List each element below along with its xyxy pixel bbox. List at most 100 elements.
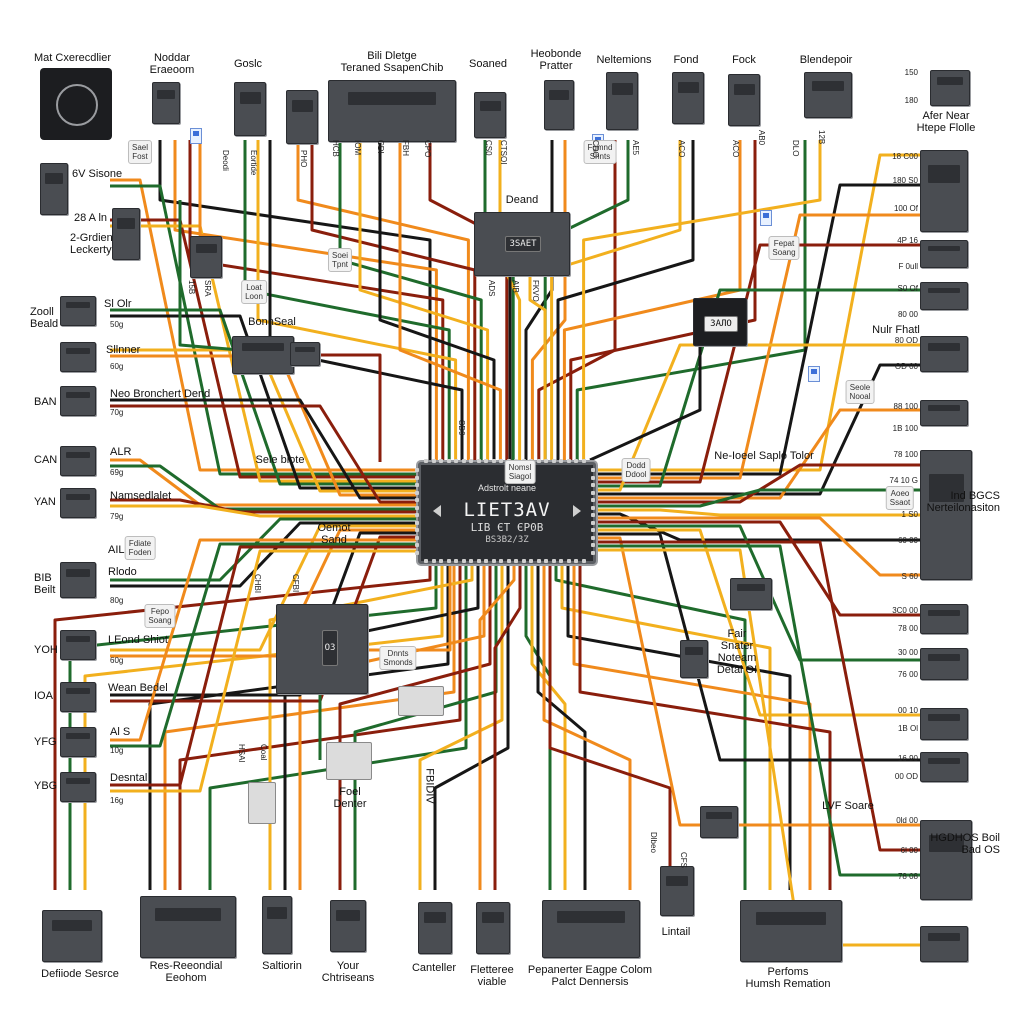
chip-pin: [415, 468, 419, 472]
wire-extra-3: [290, 353, 382, 462]
wire-left-b-11: [110, 549, 418, 793]
wire-top-24: [582, 140, 822, 462]
wire-bot-1: [68, 558, 438, 890]
right-connector-0: [930, 70, 970, 106]
right-connector-1: [920, 150, 968, 232]
right-connector-8: [920, 648, 968, 680]
chip-pin: [415, 483, 419, 487]
chip-pin: [469, 459, 473, 463]
wire-right-12: [590, 516, 920, 577]
chip-pin: [491, 459, 496, 463]
wire-right-5: [590, 343, 920, 492]
wire-top-7: [310, 140, 477, 462]
wire-left-2: [110, 308, 418, 486]
chip-pin: [424, 559, 428, 563]
right-connector-7: [920, 604, 968, 634]
chip-pin: [574, 559, 578, 563]
wire-extra-2: [178, 200, 241, 352]
right-connector-14: [680, 640, 708, 678]
wire-bot-10: [338, 558, 492, 890]
wire-top-5: [268, 140, 464, 462]
wire-top-11: [398, 140, 502, 462]
chip-pin: [591, 513, 595, 517]
wire-bot-15: [493, 558, 522, 890]
wire-bot-20: [548, 558, 672, 890]
bottom-connector-1: [140, 896, 236, 958]
wire-top-10: [378, 140, 496, 462]
wire-right-10: [590, 508, 920, 517]
left-connector-0: [40, 163, 68, 215]
wire-left-11: [110, 545, 418, 787]
chip-pin: [415, 505, 419, 510]
right-connector-16: [700, 806, 738, 838]
left-connector-13: [232, 336, 294, 374]
wire-top-17: [537, 140, 617, 462]
chip-pin: [559, 559, 563, 563]
wire-right-13: [590, 520, 920, 617]
chip-subtitle: LIB ЄТ ЄР0В: [470, 521, 544, 534]
wire-bot-4: [163, 558, 456, 890]
top-connector-8: [804, 72, 852, 118]
chip-pin: [591, 543, 595, 547]
wire-top-19: [550, 140, 682, 462]
chip-part-number: LIETЗAV: [463, 499, 551, 521]
left-connector-6: [60, 488, 96, 518]
wire-left-b-5: [110, 464, 418, 511]
chip-pin: [439, 459, 443, 463]
chip-pin: [566, 559, 571, 563]
wire-left-6: [110, 498, 418, 514]
wire-bot-0: [53, 558, 432, 890]
wire-left-b-3: [110, 354, 418, 497]
chip-pin: [476, 559, 481, 563]
wire-bot-18: [536, 558, 587, 890]
wire-right-1: [590, 183, 920, 476]
bottom-connector-2: [262, 896, 292, 954]
wire-right-17: [590, 536, 920, 827]
chip-pin: [581, 459, 586, 463]
chip-pin: [484, 559, 488, 563]
wire-right-15: [590, 528, 920, 717]
chip-pin: [536, 559, 541, 563]
top-terminal-block: [328, 80, 456, 142]
tag-label-5: Seole Nooal: [845, 380, 875, 404]
wire-left-b-0: [110, 184, 418, 476]
wire-bot-13: [433, 558, 510, 890]
central-microcontroller: Adstrolt neane LIETЗAV LIB ЄТ ЄР0В ВSЗВ2…: [418, 462, 596, 564]
wire-extra-8: [528, 274, 547, 462]
chip-pin: [591, 483, 595, 487]
chip-pin: [566, 459, 571, 463]
wire-right-9: [590, 488, 920, 508]
tag-label-1: Loat Loon: [241, 280, 267, 304]
chip-pin: [431, 559, 436, 563]
left-connector-9: [60, 682, 96, 712]
chip-pin: [559, 459, 563, 463]
right-connector-2: [920, 240, 968, 268]
wire-top-9: [358, 140, 490, 462]
top-connector-5: [606, 72, 638, 130]
chip-pin: [424, 459, 428, 463]
chip-pin: [591, 498, 595, 502]
tag-label-10: Nomsl Siagol: [504, 460, 536, 484]
left-connector-8: [60, 630, 96, 660]
chip-pin: [591, 505, 595, 510]
tag-label-0: Sael Fost: [127, 140, 153, 164]
wire-bot-21: [554, 558, 747, 890]
bottom-connector-6: [542, 900, 640, 958]
wire-left-4: [110, 398, 418, 500]
tag-label-6: Fepat Soang: [768, 236, 800, 260]
wire-right-6: [590, 363, 920, 496]
triangle-left-icon: [433, 505, 441, 517]
chip-pin: [415, 498, 419, 502]
bottom-connector-5: [476, 902, 510, 954]
wire-bot-14: [478, 558, 516, 890]
wire-top-2: [188, 140, 445, 462]
chip-pin: [446, 559, 451, 563]
chip-pin: [415, 475, 419, 480]
wire-bot-23: [566, 558, 792, 890]
wire-bot-25: [578, 558, 832, 890]
wire-left-5: [110, 458, 418, 507]
chip-pin: [469, 559, 473, 563]
light-module-0: [326, 742, 372, 780]
right-connector-10: [920, 752, 968, 782]
